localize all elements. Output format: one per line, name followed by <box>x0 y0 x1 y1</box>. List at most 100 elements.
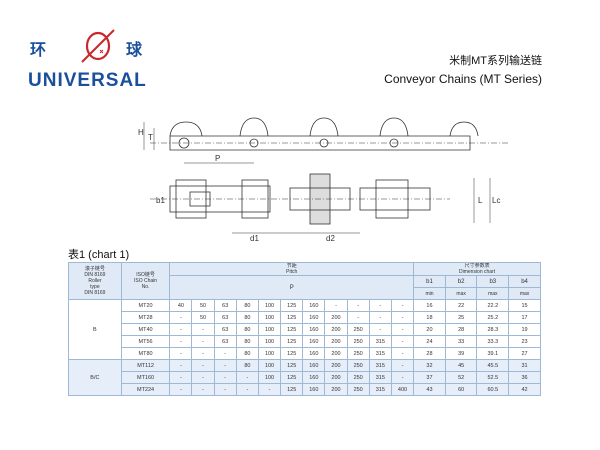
pitch-cell: 125 <box>280 311 304 324</box>
pitch-cell: - <box>191 383 215 396</box>
pitch-cell: 160 <box>302 335 326 348</box>
dimension-cell: 52 <box>444 371 478 384</box>
dimension-cell: 43 <box>413 383 446 396</box>
dimension-cell: 39 <box>444 347 478 360</box>
label-lc: Lc <box>492 196 500 205</box>
pitch-cell: 200 <box>324 323 348 336</box>
pitch-cell: - <box>169 311 193 324</box>
label-b1: b1 <box>156 196 165 205</box>
header-p: P <box>169 275 415 300</box>
pitch-cell: 125 <box>280 323 304 336</box>
pitch-cell: 63 <box>213 311 237 324</box>
pitch-cell: 50 <box>191 311 215 324</box>
dimension-cell: 24 <box>413 335 446 348</box>
pitch-cell: 100 <box>257 335 282 348</box>
pitch-cell: - <box>257 383 282 396</box>
pitch-cell: - <box>390 311 415 324</box>
pitch-cell: 250 <box>346 371 370 384</box>
pitch-cell: - <box>390 347 415 360</box>
pitch-cell: 160 <box>302 359 326 372</box>
label-d2: d2 <box>326 234 335 243</box>
dimension-cell: 17 <box>508 311 541 324</box>
pitch-cell: 160 <box>302 347 326 360</box>
dimension-cell: 45 <box>444 359 478 372</box>
dimension-cell: 60 <box>444 383 478 396</box>
pitch-cell: - <box>390 335 415 348</box>
dimension-cell: 28 <box>444 323 478 336</box>
pitch-cell: 160 <box>302 311 326 324</box>
pitch-cell: 250 <box>346 335 370 348</box>
pitch-cell: 315 <box>368 359 392 372</box>
pitch-cell: - <box>213 383 237 396</box>
pitch-cell: 125 <box>280 347 304 360</box>
logo-cn-left: 环 <box>30 40 47 59</box>
dimension-cell: 39.1 <box>476 347 510 360</box>
pitch-cell: - <box>346 311 370 324</box>
label-l: L <box>478 196 483 205</box>
pitch-cell: 160 <box>302 323 326 336</box>
roller-type-cell: B/C <box>68 359 122 396</box>
pitch-cell: 80 <box>235 323 259 336</box>
pitch-cell: - <box>235 383 259 396</box>
pitch-cell: 250 <box>346 359 370 372</box>
pitch-cell: 100 <box>257 299 282 312</box>
dimension-cell: 52.5 <box>476 371 510 384</box>
pitch-cell: 200 <box>324 359 348 372</box>
pitch-cell: 50 <box>191 299 215 312</box>
dimension-cell: 22.2 <box>476 299 510 312</box>
dimension-cell: 23 <box>508 335 541 348</box>
header-b2: b2 <box>444 275 478 288</box>
pitch-cell: 125 <box>280 371 304 384</box>
pitch-cell: - <box>191 323 215 336</box>
pitch-cell: 200 <box>324 335 348 348</box>
pitch-cell: - <box>390 299 415 312</box>
dimension-cell: 60.5 <box>476 383 510 396</box>
pitch-cell: 100 <box>257 347 282 360</box>
dimension-cell: 36 <box>508 371 541 384</box>
pitch-cell: 315 <box>368 347 392 360</box>
header-b2-unit: max <box>444 287 478 300</box>
pitch-cell: - <box>390 323 415 336</box>
pitch-cell: 40 <box>169 299 193 312</box>
universal-logo: 环 球 UNIVERSAL <box>28 26 158 96</box>
dimension-cell: 28.3 <box>476 323 510 336</box>
iso-chain-cell: MT40 <box>120 323 171 336</box>
iso-chain-cell: MT80 <box>120 347 171 360</box>
header-b4: b4 <box>508 275 541 288</box>
dimension-cell: 18 <box>413 311 446 324</box>
header-b1-unit: min <box>413 287 446 300</box>
dimension-cell: 16 <box>413 299 446 312</box>
iso-chain-cell: MT112 <box>120 359 171 372</box>
pitch-cell: 100 <box>257 311 282 324</box>
pitch-cell: 125 <box>280 383 304 396</box>
pitch-cell: 200 <box>324 371 348 384</box>
pitch-cell: 160 <box>302 383 326 396</box>
header-b3: b3 <box>476 275 510 288</box>
pitch-cell: 315 <box>368 335 392 348</box>
chart-caption: 表1 (chart 1) <box>68 249 130 261</box>
pitch-cell: 125 <box>280 335 304 348</box>
pitch-cell: 63 <box>213 335 237 348</box>
pitch-cell: 250 <box>346 347 370 360</box>
pitch-cell: - <box>213 371 237 384</box>
dimension-cell: 33 <box>444 335 478 348</box>
dimension-cell: 27 <box>508 347 541 360</box>
dimension-cell: 28 <box>413 347 446 360</box>
pitch-cell: 160 <box>302 371 326 384</box>
pitch-cell: 200 <box>324 311 348 324</box>
label-h: H <box>138 128 144 137</box>
pitch-cell: - <box>191 335 215 348</box>
pitch-cell: 250 <box>346 383 370 396</box>
pitch-cell: - <box>368 311 392 324</box>
dimension-cell: 45.5 <box>476 359 510 372</box>
